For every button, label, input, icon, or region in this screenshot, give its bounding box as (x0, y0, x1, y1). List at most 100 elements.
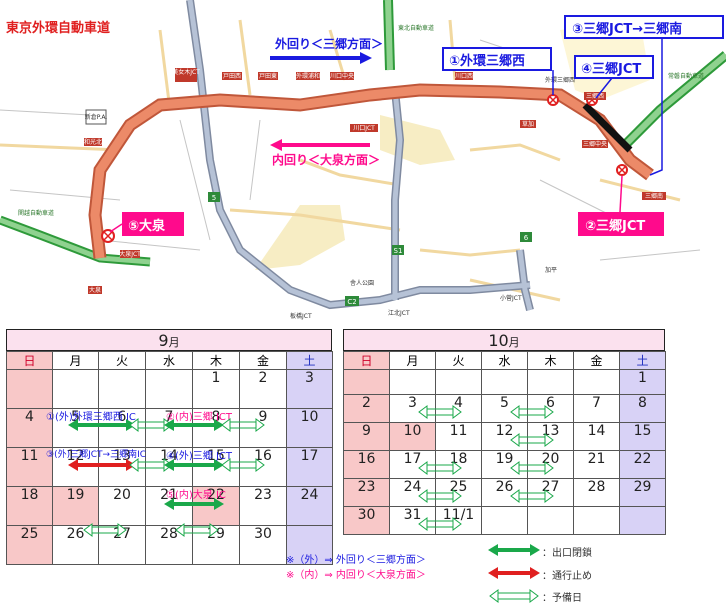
legend-exit-closed-arrow (488, 544, 540, 556)
reserve-day-arrow (221, 418, 265, 432)
reserve-day-arrow (510, 489, 554, 503)
day-cell: 10 (389, 422, 436, 451)
note-outer-loop: ※（外）⇒ 外回り＜三郷方面＞ (286, 555, 426, 566)
day-cell (573, 369, 620, 395)
label-kawaguchi-jct: 川口JCT (353, 125, 375, 132)
label-misato-nishi: 三郷西 (586, 92, 604, 100)
day-cell: 17 (286, 447, 333, 487)
label-bijogi-jct: 美女木JCT (172, 68, 200, 76)
callout-box-3 (564, 15, 724, 39)
day-cell: 18 (6, 486, 53, 526)
callout-box-4 (574, 55, 654, 79)
legend-reserve-day-arrow (489, 589, 539, 603)
exit-closed-arrow (164, 419, 224, 431)
label-misato-minami: 三郷南 (645, 192, 663, 200)
legend-road-closed-arrow (488, 567, 540, 579)
reserve-day-arrow (510, 433, 554, 447)
legend-symbols (488, 544, 540, 603)
day-cell: 16 (239, 447, 287, 487)
day-cell: 11 (6, 447, 53, 487)
weekday-header: 水 (145, 351, 193, 370)
day-cell: 23 (239, 486, 287, 526)
callout-gaikan-misatonishi: ①外環三郷西 (449, 53, 525, 69)
reserve-day-arrow (418, 517, 462, 531)
day-cell: 31 (389, 506, 436, 535)
inner-loop-label: 内回り＜大泉方面＞ (272, 152, 380, 167)
day-cell: 25 (6, 525, 53, 565)
callout-misato-jct-outer: ④三郷JCT (581, 62, 641, 77)
day-cell (527, 369, 574, 395)
callout-box-1 (442, 47, 552, 71)
label-misato-chuo: 三郷中央 (583, 140, 607, 148)
label-gaikan-urawa: 外環浦和 (296, 72, 320, 80)
label-kanetsu-expressway: 関越自動車道 (18, 209, 54, 217)
day-cell: 8 (619, 394, 666, 423)
reserve-day-arrow (418, 461, 462, 475)
callout-oizumi: ⑤大泉 (128, 218, 166, 234)
label-kawaguchi-nishi: 川口西 (455, 73, 473, 80)
day-cell: 28 (573, 478, 620, 507)
day-cell: 2 (343, 394, 390, 423)
reserve-day-arrow (510, 405, 554, 419)
label-tohoku-expressway: 東北自動車道 (398, 24, 434, 32)
label-kosuge-jct: 小菅JCT (500, 294, 522, 302)
weekday-header: 金 (239, 351, 287, 370)
route-shield-6: 6 (524, 234, 529, 242)
day-cell (619, 506, 666, 535)
park-area (255, 205, 345, 270)
road-closed-arrow (68, 459, 136, 471)
weekday-header: 水 (481, 351, 528, 370)
route-shield-s1: S1 (394, 247, 403, 255)
exit-closed-arrow (164, 459, 224, 471)
day-cell (481, 506, 528, 535)
exit-closed-arrow (164, 498, 224, 510)
calendar-september: 9月 日 月 火 水 木 金 土 1 2 3 4 5 6 7 8 9 10 (6, 329, 333, 565)
day-cell: 19 (52, 486, 99, 526)
label-niikura-pa: 新倉P.A. (85, 113, 108, 121)
note-inner-loop: ※（内）⇒ 内回り＜大泉方面＞ (286, 570, 426, 581)
route-shield-c2: C2 (347, 298, 356, 306)
reserve-day-arrow (510, 461, 554, 475)
day-cell: 21 (573, 450, 620, 479)
weekday-header: 月 (389, 351, 436, 370)
weekday-header: 木 (527, 351, 574, 370)
day-cell (527, 506, 574, 535)
day-cell: 29 (619, 478, 666, 507)
legend-road-closed: ：通行止め (542, 571, 592, 582)
callout-misato-jct-inner: ②三郷JCT (585, 219, 645, 234)
map-title: 東京外環自動車道 (6, 20, 110, 36)
day-cell (435, 369, 482, 395)
label-wako-kita: 和光北 (84, 138, 102, 146)
callout-misato-jct-to-misato-minami: ③三郷JCT→三郷南 (572, 21, 682, 37)
day-cell: 11 (435, 422, 482, 451)
weekday-header: 火 (98, 351, 146, 370)
day-cell (343, 369, 390, 395)
day-cell: 20 (98, 486, 146, 526)
callout-box-5 (122, 212, 184, 236)
reserve-day-arrow (83, 523, 127, 537)
exit-closed-arrow (68, 419, 136, 431)
reserve-day-arrow (221, 458, 265, 472)
label-gaikan-misatonishi: 外環三郷西 (545, 76, 575, 84)
calendar-october: 10月 日 月 火 水 木 金 土 1 2 3 4 5 6 7 8 (343, 329, 666, 537)
annotation-gaikan-misatonishi: ①(外)外環三郷西 IC (46, 412, 136, 423)
label-kahei: 加平 (545, 266, 557, 274)
day-cell: 30 (343, 506, 390, 535)
day-cell (573, 506, 620, 535)
label-toda-higashi: 戸田東 (259, 72, 277, 80)
day-cell: 4 (6, 408, 53, 448)
label-soka: 草加 (522, 120, 534, 128)
calendar-month-title: 10月 (343, 329, 665, 351)
callout-box-2 (578, 212, 664, 236)
schedule-arrows (418, 405, 554, 531)
label-kohoku-jct: 江北JCT (388, 309, 410, 317)
reserve-day-arrow (418, 489, 462, 503)
annotation-misato-jct-to-minami: ③(外)三郷JCT→三郷南IC (46, 450, 147, 460)
weekday-header: 日 (6, 351, 53, 370)
day-cell: 2 (239, 369, 287, 409)
reserve-day-arrow (418, 405, 462, 419)
label-kawaguchi-chuo: 川口中央 (330, 72, 354, 80)
day-cell (286, 525, 333, 565)
day-cell: 14 (573, 422, 620, 451)
label-toneri-koen: 舎人公園 (350, 280, 374, 287)
